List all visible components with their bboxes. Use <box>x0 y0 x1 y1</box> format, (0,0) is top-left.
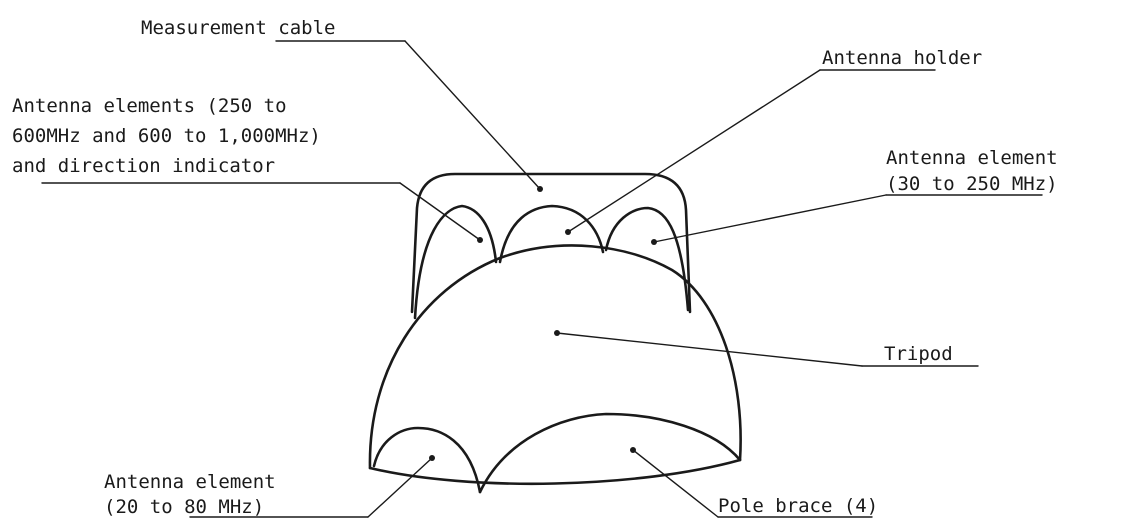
pole-brace-arch <box>478 412 742 494</box>
label-pole-brace: Pole brace (4) <box>718 495 878 517</box>
label-antenna-element-30-line2: (30 to 250 MHz) <box>886 173 1058 195</box>
antenna-holder-dome <box>498 204 605 264</box>
antenna-element-30-dot <box>651 239 657 245</box>
measurement-cable-leader <box>404 40 541 190</box>
label-antenna-elements-line1: Antenna elements (250 to <box>12 95 287 117</box>
label-antenna-holder: Antenna holder <box>822 47 982 69</box>
antenna-elements-dot <box>477 237 483 243</box>
tripod-dot <box>554 330 560 336</box>
base-arc <box>368 458 742 486</box>
label-measurement-cable: Measurement cable <box>141 17 335 39</box>
tripod-leader <box>556 332 863 367</box>
pole-brace-leader <box>632 449 719 518</box>
antenna-holder-dot <box>565 229 571 235</box>
antenna-element-left-loop <box>413 204 498 320</box>
label-antenna-element-20-line1: Antenna element <box>104 471 276 493</box>
measurement-cable-dot <box>537 186 543 192</box>
antenna-element-20-leader <box>367 457 433 518</box>
tripod-dome <box>368 244 742 470</box>
pole-brace-dot <box>630 447 636 453</box>
antenna-element-right-loop <box>604 206 690 312</box>
antenna-element-bottom-arch <box>372 426 482 494</box>
label-tripod: Tripod <box>884 343 953 365</box>
antenna-element-20-dot <box>429 455 435 461</box>
label-antenna-elements-line3: and direction indicator <box>12 155 275 177</box>
label-antenna-elements-line2: 600MHz and 600 to 1,000MHz) <box>12 125 321 147</box>
label-antenna-element-30-line1: Antenna element <box>886 147 1058 169</box>
antenna-elements-leader <box>399 182 481 241</box>
antenna-holder-leader <box>567 69 821 233</box>
antenna-element-30-leader <box>653 194 887 243</box>
measurement-cable-outline <box>410 172 692 314</box>
label-antenna-element-20-line2: (20 to 80 MHz) <box>104 496 264 518</box>
